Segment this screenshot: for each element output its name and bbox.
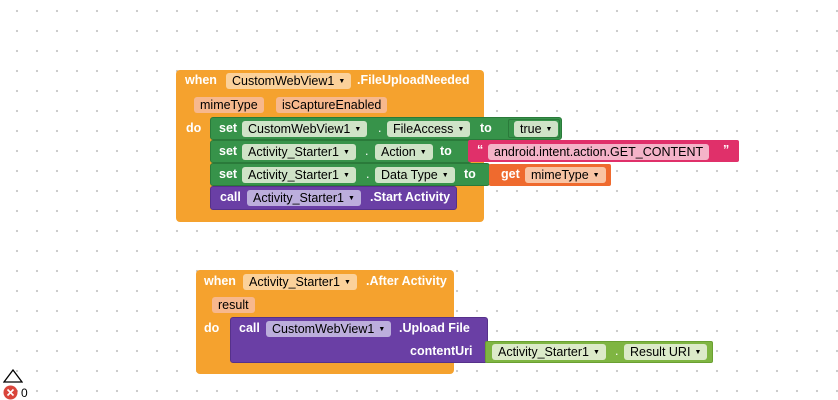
- set2-property-label: Action: [381, 145, 416, 159]
- call2-component-dropdown[interactable]: CustomWebView1▼: [266, 321, 392, 337]
- get-variable-label: mimeType: [531, 168, 589, 182]
- quote-open: “: [477, 143, 484, 157]
- set2-component-dropdown[interactable]: Activity_Starter1▼: [242, 144, 356, 160]
- set-keyword: set: [219, 167, 238, 181]
- when-keyword: when: [185, 73, 217, 87]
- warning-triangle-icon[interactable]: [3, 369, 23, 383]
- set2-property-dropdown[interactable]: Action▼: [375, 144, 433, 160]
- dropdown-caret-icon: ▼: [343, 148, 350, 156]
- arg-property-dropdown[interactable]: Result URI▼: [624, 344, 708, 360]
- do-keyword: do: [186, 121, 202, 135]
- set1-component-label: CustomWebView1: [248, 122, 351, 136]
- dropdown-caret-icon: ▼: [419, 148, 427, 156]
- dot: .: [366, 167, 370, 181]
- call-keyword: call: [239, 321, 260, 335]
- get-keyword: get: [501, 167, 520, 181]
- arg-component-label: Activity_Starter1: [498, 345, 590, 359]
- set2-component-label: Activity_Starter1: [248, 145, 340, 159]
- set1-property-dropdown[interactable]: FileAccess▼: [387, 121, 471, 137]
- dropdown-caret-icon: ▼: [545, 125, 553, 133]
- dot: .: [615, 344, 619, 358]
- event2-component-dropdown[interactable]: Activity_Starter1▼: [243, 274, 357, 290]
- dropdown-caret-icon: ▼: [343, 171, 350, 179]
- dropdown-caret-icon: ▼: [344, 278, 351, 286]
- param-iscaptureenabled[interactable]: isCaptureEnabled: [276, 97, 388, 113]
- call1-component-dropdown[interactable]: Activity_Starter1▼: [247, 190, 361, 206]
- event2-component-label: Activity_Starter1: [249, 275, 341, 289]
- set3-property-label: Data Type: [381, 168, 438, 182]
- param-result[interactable]: result: [212, 297, 255, 313]
- quote-close: ”: [723, 143, 730, 157]
- dropdown-caret-icon: ▼: [457, 125, 465, 133]
- error-circle-icon[interactable]: [3, 385, 18, 400]
- do-keyword: do: [204, 321, 220, 335]
- logic-true-label: true: [520, 122, 542, 136]
- set-keyword: set: [219, 121, 238, 135]
- arg-label-contenturi: contentUri: [410, 344, 473, 358]
- dropdown-caret-icon: ▼: [338, 77, 346, 85]
- set-keyword: set: [219, 144, 238, 158]
- dot: .: [365, 144, 369, 158]
- set3-component-label: Activity_Starter1: [248, 168, 340, 182]
- dropdown-caret-icon: ▼: [694, 348, 702, 356]
- call2-component-label: CustomWebView1: [272, 322, 375, 336]
- text-string-value[interactable]: android.intent.action.GET_CONTENT: [488, 144, 710, 160]
- arg-component-dropdown[interactable]: Activity_Starter1▼: [492, 344, 606, 360]
- method-name: .Upload File: [399, 321, 470, 335]
- to-keyword: to: [440, 144, 452, 158]
- set3-component-dropdown[interactable]: Activity_Starter1▼: [242, 167, 356, 183]
- dropdown-caret-icon: ▼: [354, 125, 362, 133]
- event-name: .After Activity: [366, 274, 447, 288]
- to-keyword: to: [480, 121, 492, 135]
- method-name: .Start Activity: [370, 190, 451, 204]
- logic-true-dropdown[interactable]: true▼: [514, 121, 559, 137]
- event-component-dropdown[interactable]: CustomWebView1▼: [226, 73, 352, 89]
- dropdown-caret-icon: ▼: [592, 171, 600, 179]
- call-keyword: call: [220, 190, 241, 204]
- when-keyword: when: [204, 274, 236, 288]
- event-component-label: CustomWebView1: [232, 74, 335, 88]
- param-mimetype[interactable]: mimeType: [194, 97, 264, 113]
- set1-property-label: FileAccess: [393, 122, 454, 136]
- get-variable-dropdown[interactable]: mimeType▼: [525, 167, 606, 183]
- dropdown-caret-icon: ▼: [593, 348, 600, 356]
- dropdown-caret-icon: ▼: [441, 171, 449, 179]
- dropdown-caret-icon: ▼: [348, 194, 355, 202]
- dropdown-caret-icon: ▼: [378, 325, 386, 333]
- call1-component-label: Activity_Starter1: [253, 191, 345, 205]
- event-name: .FileUploadNeeded: [357, 73, 470, 87]
- set1-component-dropdown[interactable]: CustomWebView1▼: [242, 121, 368, 137]
- dot: .: [378, 121, 382, 135]
- set3-property-dropdown[interactable]: Data Type▼: [375, 167, 455, 183]
- to-keyword: to: [464, 167, 476, 181]
- error-count: 0: [21, 386, 28, 400]
- arg-property-label: Result URI: [630, 345, 691, 359]
